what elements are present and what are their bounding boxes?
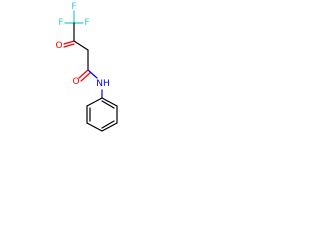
bond-ketone-ch2	[73, 40, 89, 51]
atom-f-right: F	[84, 18, 89, 28]
structure-canvas: F F F O O NH	[0, 0, 150, 150]
atom-nh: NH	[96, 79, 110, 89]
bond-amide-co-1	[78, 69, 89, 79]
phenyl-ring	[86, 97, 118, 132]
molecule-diagram: F F F O O NH	[55, 2, 118, 132]
ring-double-bond-2	[101, 120, 115, 129]
bond-amide-cn	[87, 69, 98, 79]
ring-bond-4	[101, 122, 118, 132]
ring-double-bond-3	[101, 100, 115, 109]
atom-f-top: F	[71, 2, 76, 12]
cf3-bonds	[64, 10, 84, 42]
bond-ketone-co-1	[63, 40, 75, 45]
atom-o-amide: O	[72, 77, 79, 87]
bond-ketone-co-2	[63, 43, 75, 48]
atom-o-ketone: O	[55, 41, 62, 51]
bond-amide-co-2	[80, 72, 91, 82]
ring-bond-6	[101, 97, 118, 107]
amide-bonds	[78, 69, 103, 99]
atom-f-left: F	[58, 18, 63, 28]
ketone-bonds	[63, 40, 89, 51]
ring-bond-3	[86, 122, 103, 132]
ring-bond-1	[86, 97, 103, 107]
